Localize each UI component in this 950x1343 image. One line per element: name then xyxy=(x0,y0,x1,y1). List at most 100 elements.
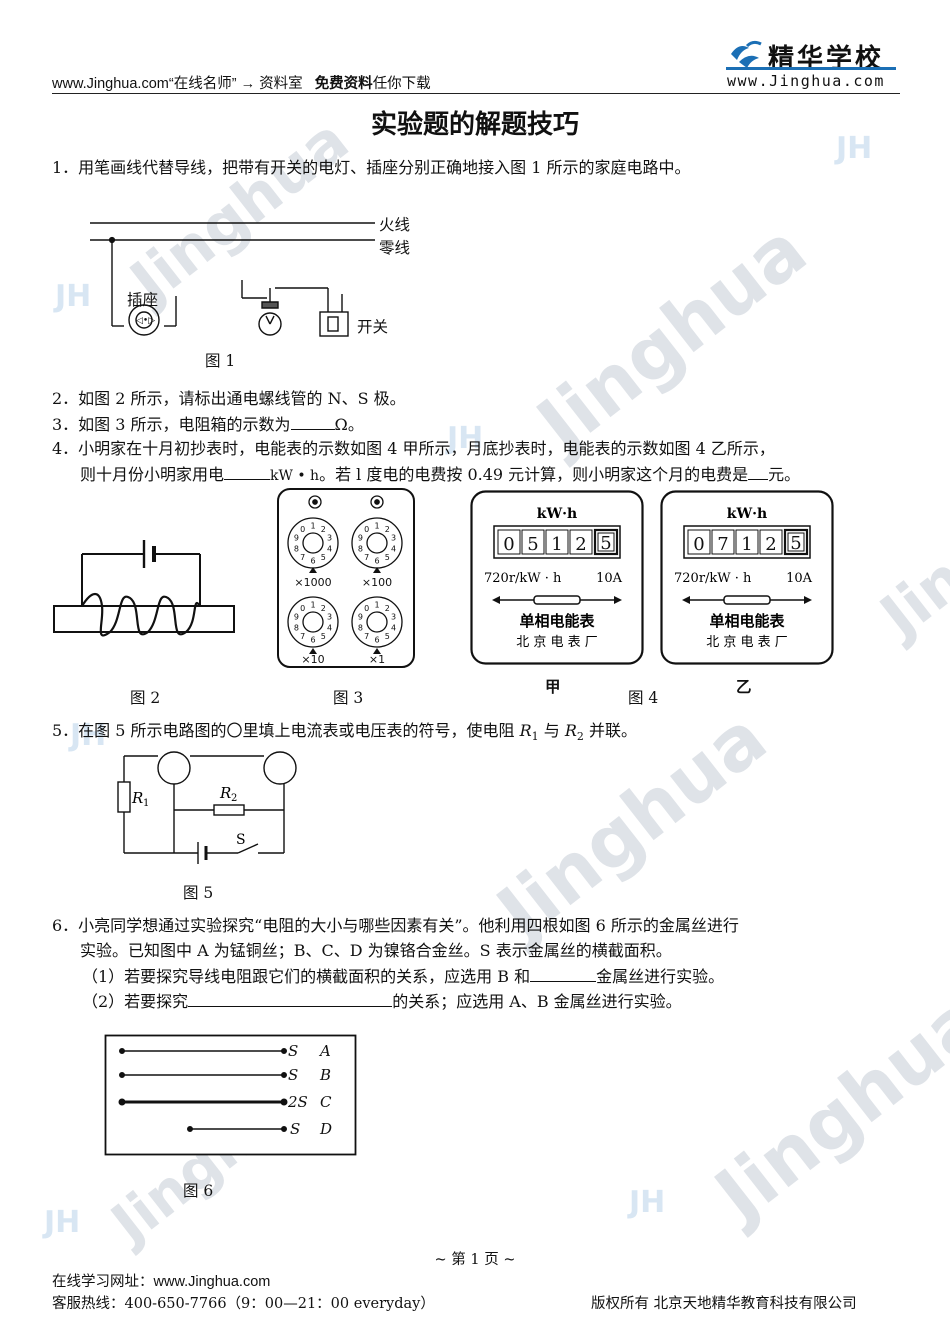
svg-text:1: 1 xyxy=(741,534,752,555)
figure-4-meter-yi: kW·h 0 7 1 2 5 720r/kW · h 10A 单相电能表 北 京… xyxy=(660,490,834,665)
header-rule xyxy=(52,93,900,94)
svg-text:kW·h: kW·h xyxy=(537,506,577,522)
svg-text:10A: 10A xyxy=(596,571,623,586)
question-1: 1．用笔画线代替导线，把带有开关的电灯、插座分别正确地接入图 1 所示的家庭电路… xyxy=(52,158,691,177)
svg-text:7: 7 xyxy=(717,534,728,555)
question-6-line-2: 实验。已知图中 A 为锰铜丝；B、C、D 为镍铬合金丝。S 表示金属丝的横截面积… xyxy=(80,941,672,960)
figure-1-circuit: ◁•▷ xyxy=(90,222,375,337)
logo-icon xyxy=(731,40,762,68)
svg-text:0: 0 xyxy=(693,534,704,555)
dial-digit: 7 xyxy=(300,632,305,641)
dial-digit: 4 xyxy=(327,544,332,553)
figure-2-solenoid xyxy=(53,540,235,637)
question-6-line-1: 6．小亮同学想通过实验探究“电阻的大小与哪些因素有关”。他利用四根如图 6 所示… xyxy=(52,916,739,935)
question-4-line-1: 4．小明家在十月初抄表时，电能表的示数如图 4 甲所示，月底抄表时，电能表的示数… xyxy=(52,439,775,458)
figure-2-caption: 图 2 xyxy=(130,689,161,707)
dial-digit: 1 xyxy=(310,601,315,610)
dial-digit: 1 xyxy=(310,522,315,531)
figure-4-yi-caption: 乙 xyxy=(736,677,752,696)
wire-area: 2S xyxy=(287,1093,308,1111)
watermark-badge: JH xyxy=(42,1205,80,1240)
answer-blank[interactable] xyxy=(290,414,335,430)
page-number: ~ 第 1 页 ~ xyxy=(434,1252,516,1268)
dial-digit: 4 xyxy=(391,623,396,632)
svg-text:北 京 电 表 厂: 北 京 电 表 厂 xyxy=(706,635,788,650)
label-switch-s: S xyxy=(236,832,246,848)
label-r1: R xyxy=(131,789,143,807)
figure-1-caption: 图 1 xyxy=(205,352,236,370)
dial-digit: 1 xyxy=(374,522,379,531)
dial-multiplier: ×10 xyxy=(301,653,324,666)
header-quote: “在线名师” xyxy=(168,76,237,92)
watermark-badge: JH xyxy=(627,1185,665,1220)
footer-site-link[interactable]: www.Jinghua.com xyxy=(153,1274,271,1290)
dial-digit: 2 xyxy=(321,604,326,613)
question-2: 2．如图 2 所示，请标出通电螺线管的 N、S 极。 xyxy=(52,389,406,408)
question-6-sub-2: （2）若要探究的关系；应选用 A、B 金属丝进行实验。 xyxy=(82,991,682,1011)
label-r2-sub: 2 xyxy=(231,793,237,804)
svg-text:2: 2 xyxy=(765,534,776,555)
watermark-badge: JH xyxy=(53,279,91,314)
answer-blank[interactable] xyxy=(224,464,271,480)
dial-digit: 7 xyxy=(364,553,369,562)
wire-name: D xyxy=(319,1120,332,1138)
wire-area: S xyxy=(288,1042,298,1060)
wire-area: S xyxy=(288,1066,298,1084)
svg-text:720r/kW · h: 720r/kW · h xyxy=(674,571,752,586)
dial-digit: 7 xyxy=(300,553,305,562)
dial-digit: 6 xyxy=(374,557,379,566)
footer-site: 在线学习网址：www.Jinghua.com xyxy=(52,1274,271,1290)
wire-name: C xyxy=(320,1093,332,1111)
header-free-rest: 任你下载 xyxy=(372,76,431,92)
wire-name: B xyxy=(319,1066,331,1084)
question-6-sub-1: （1）若要探究导线电阻跟它们的横截面积的关系，应选用 B 和金属丝进行实验。 xyxy=(82,966,725,986)
label-switch: 开关 xyxy=(357,318,389,336)
dial-digit: 2 xyxy=(321,525,326,534)
answer-blank[interactable] xyxy=(748,464,769,480)
header-arrow: → xyxy=(240,76,256,92)
footer-copyright: 版权所有 北京天地精华教育科技有限公司 xyxy=(591,1296,857,1312)
svg-text:5: 5 xyxy=(790,533,801,554)
svg-text:1: 1 xyxy=(551,534,562,555)
dial-digit: 2 xyxy=(385,525,390,534)
dial-digit: 3 xyxy=(391,534,396,543)
watermark-badge: JH xyxy=(834,131,872,166)
dial-digit: 3 xyxy=(327,613,332,622)
svg-text:5: 5 xyxy=(527,534,538,555)
figure-5-circuit: R 1 R 2 S xyxy=(117,751,297,864)
dial-digit: 5 xyxy=(321,553,326,562)
answer-blank[interactable] xyxy=(530,966,597,982)
svg-text:720r/kW · h: 720r/kW · h xyxy=(484,571,562,586)
dial-digit: 2 xyxy=(385,604,390,613)
header-left: www.Jinghua.com“在线名师” → 资料室 免费资料任你下载 xyxy=(52,72,431,93)
dial-digit: 1 xyxy=(374,601,379,610)
dial-digit: 9 xyxy=(294,534,299,543)
svg-text:5: 5 xyxy=(600,533,611,554)
figure-4-meter-jia: kW·h 0 5 1 2 5 720r/kW · h 10A 单相电能表 北 京… xyxy=(470,490,644,665)
label-live-wire: 火线 xyxy=(379,216,411,234)
watermark-badge: JH xyxy=(68,718,106,753)
logo-url[interactable]: www.Jinghua.com xyxy=(727,72,885,90)
dial-digit: 0 xyxy=(300,525,305,534)
dial-digit: 8 xyxy=(294,623,299,632)
page-title: 实验题的解题技巧 xyxy=(370,110,579,140)
label-r1-sub: 1 xyxy=(143,798,149,809)
answer-blank[interactable] xyxy=(188,991,393,1007)
figure-6-caption: 图 6 xyxy=(183,1182,214,1200)
dial-digit: 9 xyxy=(358,534,363,543)
svg-text:kW·h: kW·h xyxy=(727,506,767,522)
wire-name: A xyxy=(318,1042,331,1060)
dial-digit: 5 xyxy=(385,632,390,641)
dial-digit: 8 xyxy=(294,544,299,553)
svg-text:◁•▷: ◁•▷ xyxy=(136,316,155,326)
dial-digit: 0 xyxy=(300,604,305,613)
label-neutral-wire: 零线 xyxy=(379,239,411,257)
figure-5-caption: 图 5 xyxy=(183,884,214,902)
dial-digit: 4 xyxy=(327,623,332,632)
header-site-link[interactable]: www.Jinghua.com xyxy=(52,76,169,92)
header-free-bold: 免费资料 xyxy=(314,76,373,92)
